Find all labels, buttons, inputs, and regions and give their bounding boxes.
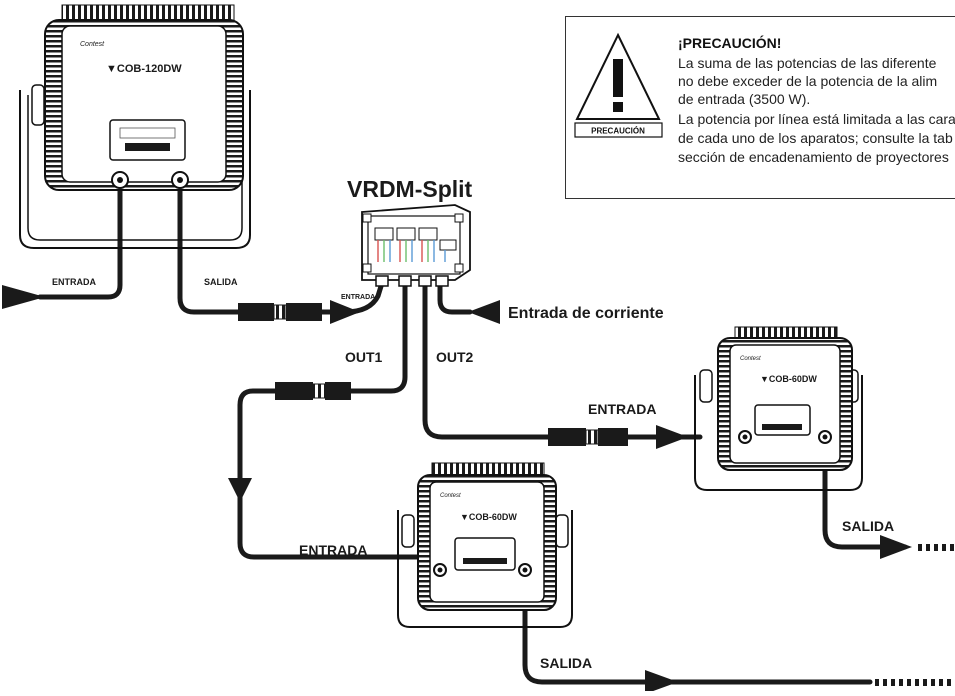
splitter-title: VRDM-Split — [347, 176, 473, 202]
arrow-right-input — [656, 425, 688, 449]
right-input-label: ENTRADA — [588, 401, 656, 417]
couplers — [238, 303, 628, 446]
splitter-box — [361, 204, 471, 287]
caution-title: ¡PRECAUCIÓN! — [678, 35, 782, 51]
warning-triangle-icon: PRECAUCIÓN — [574, 32, 663, 138]
arrow-splitter-input — [330, 300, 360, 324]
coupler-top-output — [238, 303, 322, 321]
coupler-out2 — [548, 428, 628, 446]
labels: VRDM-Split ENTRADA SALIDA ENTRADA Entrad… — [52, 176, 894, 671]
power-input-label: Entrada de corriente — [508, 305, 664, 322]
arrow-top-input — [2, 285, 45, 309]
caution-line-3: de entrada (3500 W). — [678, 91, 811, 107]
cable-top-input — [37, 177, 123, 300]
bottom-input-label: ENTRADA — [299, 542, 367, 558]
warning-icon-label: PRECAUCIÓN — [591, 127, 645, 136]
right-output-label: SALIDA — [842, 518, 894, 534]
splitter-input-label: ENTRADA — [341, 294, 375, 301]
fixture-bottom: Contest ▼COB-60DW — [397, 462, 573, 628]
bottom-fixture-model: ▼COB-60DW — [460, 512, 517, 522]
top-input-label: ENTRADA — [52, 277, 96, 287]
caution-line-2: no debe exceder de la potencia de la ali… — [678, 73, 938, 89]
caution-line-5: de cada uno de los aparatos; consulte la… — [678, 130, 953, 146]
right-fixture-brand: Contest — [740, 356, 761, 362]
caution-line-1: La suma de las potencias de las diferent… — [678, 55, 937, 71]
fixture-top: Contest ▼COB-120DW — [19, 4, 251, 249]
caution-box: PRECAUCIÓN ¡PRECAUCIÓN! La suma de las p… — [565, 16, 955, 199]
cable-power-input — [437, 282, 473, 315]
out2-label: OUT2 — [436, 349, 474, 365]
caution-line-4: La potencia por línea está limitada a la… — [678, 111, 955, 127]
arrow-bottom-output — [645, 670, 678, 694]
cable-continuations — [875, 544, 954, 686]
arrow-out1-down — [228, 478, 252, 502]
out1-label: OUT1 — [345, 349, 383, 365]
coupler-out1 — [275, 382, 351, 400]
cable-bottom-output — [522, 572, 873, 685]
arrow-right-output — [880, 535, 912, 559]
bottom-fixture-brand: Contest — [440, 493, 461, 499]
right-fixture-model: ▼COB-60DW — [760, 374, 817, 384]
top-fixture-model: ▼COB-120DW — [106, 63, 182, 75]
bottom-output-label: SALIDA — [540, 655, 592, 671]
flow-arrows — [2, 285, 912, 694]
caution-line-6: sección de encadenamiento de proyectores — [678, 149, 949, 165]
top-output-label: SALIDA — [204, 277, 238, 287]
top-fixture-brand: Contest — [80, 41, 105, 48]
cable-right-output — [822, 440, 908, 550]
arrow-power-input — [468, 300, 500, 324]
fixture-right: Contest ▼COB-60DW — [694, 326, 863, 491]
